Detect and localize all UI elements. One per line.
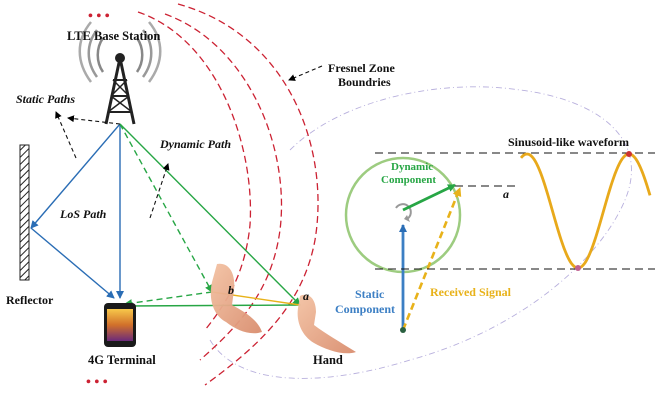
waveform-title: Sinusoid-like waveform (508, 135, 629, 149)
waveform-guides (375, 152, 655, 270)
annotation-arrows (55, 65, 323, 219)
waveform-point-a: a (503, 187, 509, 201)
guide-ellipse (209, 86, 632, 379)
lte-tower-icon (78, 21, 162, 125)
static-component-label-1: Static (355, 287, 385, 301)
dynamic-component-label-2: Component (381, 174, 436, 186)
reflect-path-out (30, 227, 115, 299)
base-station-label: LTE Base Station (67, 29, 160, 43)
dynamic-component-label-1: Dynamic (391, 161, 433, 173)
los-path-label: LoS Path (59, 207, 107, 221)
ellipsis-top: • • • (88, 9, 110, 24)
dynamic-component-vector (402, 183, 456, 212)
received-signal-label: Received Signal (430, 285, 512, 299)
wave-peak-marker (626, 151, 632, 157)
dynamic-path-label: Dynamic Path (159, 137, 231, 151)
fresnel-label-1: Fresnel Zone (328, 61, 395, 75)
reflector-label: Reflector (6, 293, 54, 307)
reflect-path-in (30, 123, 121, 229)
phasor-diagram (344, 156, 462, 333)
hand-label: Hand (313, 353, 343, 367)
dynamic-path-in (119, 123, 301, 306)
sinusoid-waveform (519, 152, 652, 270)
ellipsis-bottom: • • • (86, 375, 108, 390)
dynamic-path-dashed-out (124, 291, 213, 308)
static-paths-label: Static Paths (16, 92, 75, 106)
hand-icon-b (210, 263, 262, 334)
received-signal-vector (401, 187, 462, 331)
signal-paths (30, 123, 301, 310)
fresnel-label-2: Boundries (338, 75, 391, 89)
wave-trough-marker (575, 265, 581, 271)
dynamic-path-out (124, 301, 301, 310)
terminal-label: 4G Terminal (88, 353, 156, 367)
phone-icon (104, 303, 136, 347)
reflector-icon (19, 144, 30, 281)
dynamic-path-dashed-in (119, 123, 213, 293)
fresnel-zone-arcs (137, 3, 319, 386)
hand-point-b: b (228, 283, 234, 297)
hand-icon-a (297, 294, 356, 354)
hand-point-a: a (303, 289, 309, 303)
fresnel-arc-3 (177, 3, 319, 386)
static-component-label-2: Component (335, 302, 395, 316)
